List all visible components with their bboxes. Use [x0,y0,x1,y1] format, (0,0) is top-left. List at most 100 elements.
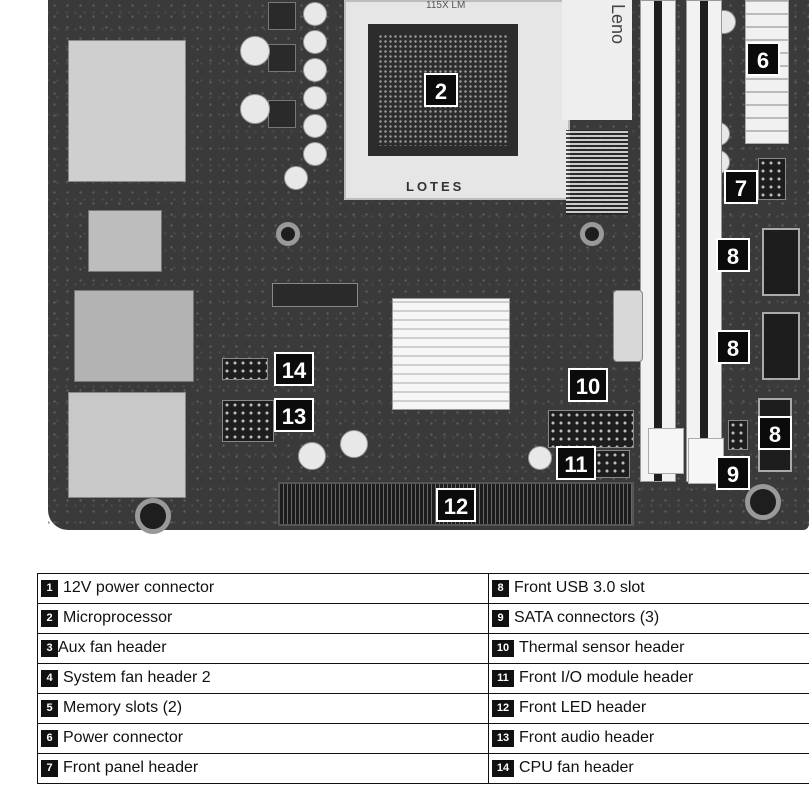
front-led-header [594,450,630,478]
table-row: 4 System fan header 2 11 Front I/O module … [37,663,809,694]
table-row: 1 12V power connector 8 Front USB 3.0 slot [37,573,809,604]
legend-label: CPU fan header [519,759,634,777]
legend-label: Thermal sensor header [519,639,685,657]
legend-number: 4 [41,669,58,687]
table-row: 5 Memory slots (2) 12 Front LED header [37,693,809,724]
capacitor [303,114,327,138]
callout-8: 8 [716,238,750,272]
capacitor [303,2,327,26]
legend-label: Front LED header [519,699,647,717]
legend-label: 12V power connector [63,579,215,597]
capacitor [303,30,327,54]
callout-8: 8 [758,416,792,450]
legend-item-8: 8 Front USB 3.0 slot [488,573,809,604]
socket-top-text: 115X LM [426,0,466,11]
legend-number: 6 [41,729,58,747]
table-row: 7 Front panel header 14 CPU fan header [37,753,809,784]
mounting-hole [276,222,300,246]
mounting-hole [135,498,171,534]
legend-number: 10 [492,639,514,657]
legend-number: 11 [492,669,514,687]
memory-clip [648,428,684,474]
audio-jacks [68,392,186,498]
legend-number: 7 [41,759,58,777]
legend-number: 8 [492,579,509,597]
capacitor [240,36,270,66]
rear-usb-port [88,210,162,272]
legend-number: 2 [41,609,58,627]
callout-9: 9 [716,456,750,490]
callout-13: 13 [274,398,314,432]
legend-number: 12 [492,699,514,717]
table-row: 2 Microprocessor 9 SATA connectors (3) [37,603,809,634]
legend-item-5: 5 Memory slots (2) [37,693,489,724]
cpu-socket: 115X LM LOTES [344,0,570,200]
capacitor [240,94,270,124]
front-panel-header [758,158,786,200]
legend-item-9: 9 SATA connectors (3) [488,603,809,634]
front-usb-header [728,420,748,450]
cmos-battery [613,290,643,362]
legend-item-1: 1 12V power connector [37,573,489,604]
legend-item-7: 7 Front panel header [37,753,489,784]
legend-number: 14 [492,759,514,777]
front-audio-header [222,400,274,442]
mounting-hole [580,222,604,246]
legend-item-4: 4 System fan header 2 [37,663,489,694]
legend-label: Front I/O module header [519,669,694,687]
socket-vendor-text: LOTES [406,179,465,194]
capacitor [303,86,327,110]
callout-7: 7 [724,170,758,204]
callout-11: 11 [556,446,596,480]
barcode-label [566,130,628,215]
legend-label: Aux fan header [58,639,167,657]
choke [268,100,296,128]
capacitor [303,58,327,82]
legend-number: 5 [41,699,58,717]
legend-item-10: 10 Thermal sensor header [488,633,809,664]
ethernet-port [74,290,194,382]
front-io-module-header [548,410,634,448]
chipset-heatsink [392,298,510,410]
sata-connector [762,228,800,296]
legend-label: Front audio header [519,729,655,747]
sata-connector [762,312,800,380]
legend-number: 1 [41,579,58,597]
cpu-fan-header [222,358,268,380]
legend-item-13: 13 Front audio header [488,723,809,754]
legend-number: 9 [492,609,509,627]
choke [268,44,296,72]
label-brand-text: Leno [608,4,628,45]
mounting-hole [745,484,781,520]
capacitor [298,442,326,470]
choke [268,2,296,30]
callout-2: 2 [424,73,458,107]
legend-item-14: 14 CPU fan header [488,753,809,784]
motherboard-photo: 115X LM LOTES Leno 2 6 7 8 8 8 9 10 11 1… [48,0,809,534]
callout-14: 14 [274,352,314,386]
m2-slot [272,283,358,307]
callout-12: 12 [436,488,476,522]
capacitor [284,166,308,190]
memory-slot-1 [640,0,676,482]
legend-label: Front panel header [63,759,199,777]
callout-6: 6 [746,42,780,76]
legend-label: Memory slots (2) [63,699,183,717]
vga-port [68,40,186,182]
bios-label: Leno [562,0,632,120]
legend-label: System fan header 2 [63,669,211,687]
callout-10: 10 [568,368,608,402]
legend-label: Front USB 3.0 slot [514,579,645,597]
callout-8: 8 [716,330,750,364]
legend-label: Microprocessor [63,609,173,627]
component-legend-table: 1 12V power connector 8 Front USB 3.0 slot… [37,573,809,784]
legend-number: 3 [41,639,58,657]
legend-item-2: 2 Microprocessor [37,603,489,634]
legend-number: 13 [492,729,514,747]
legend-label: SATA connectors (3) [514,609,660,627]
legend-item-11: 11 Front I/O module header [488,663,809,694]
